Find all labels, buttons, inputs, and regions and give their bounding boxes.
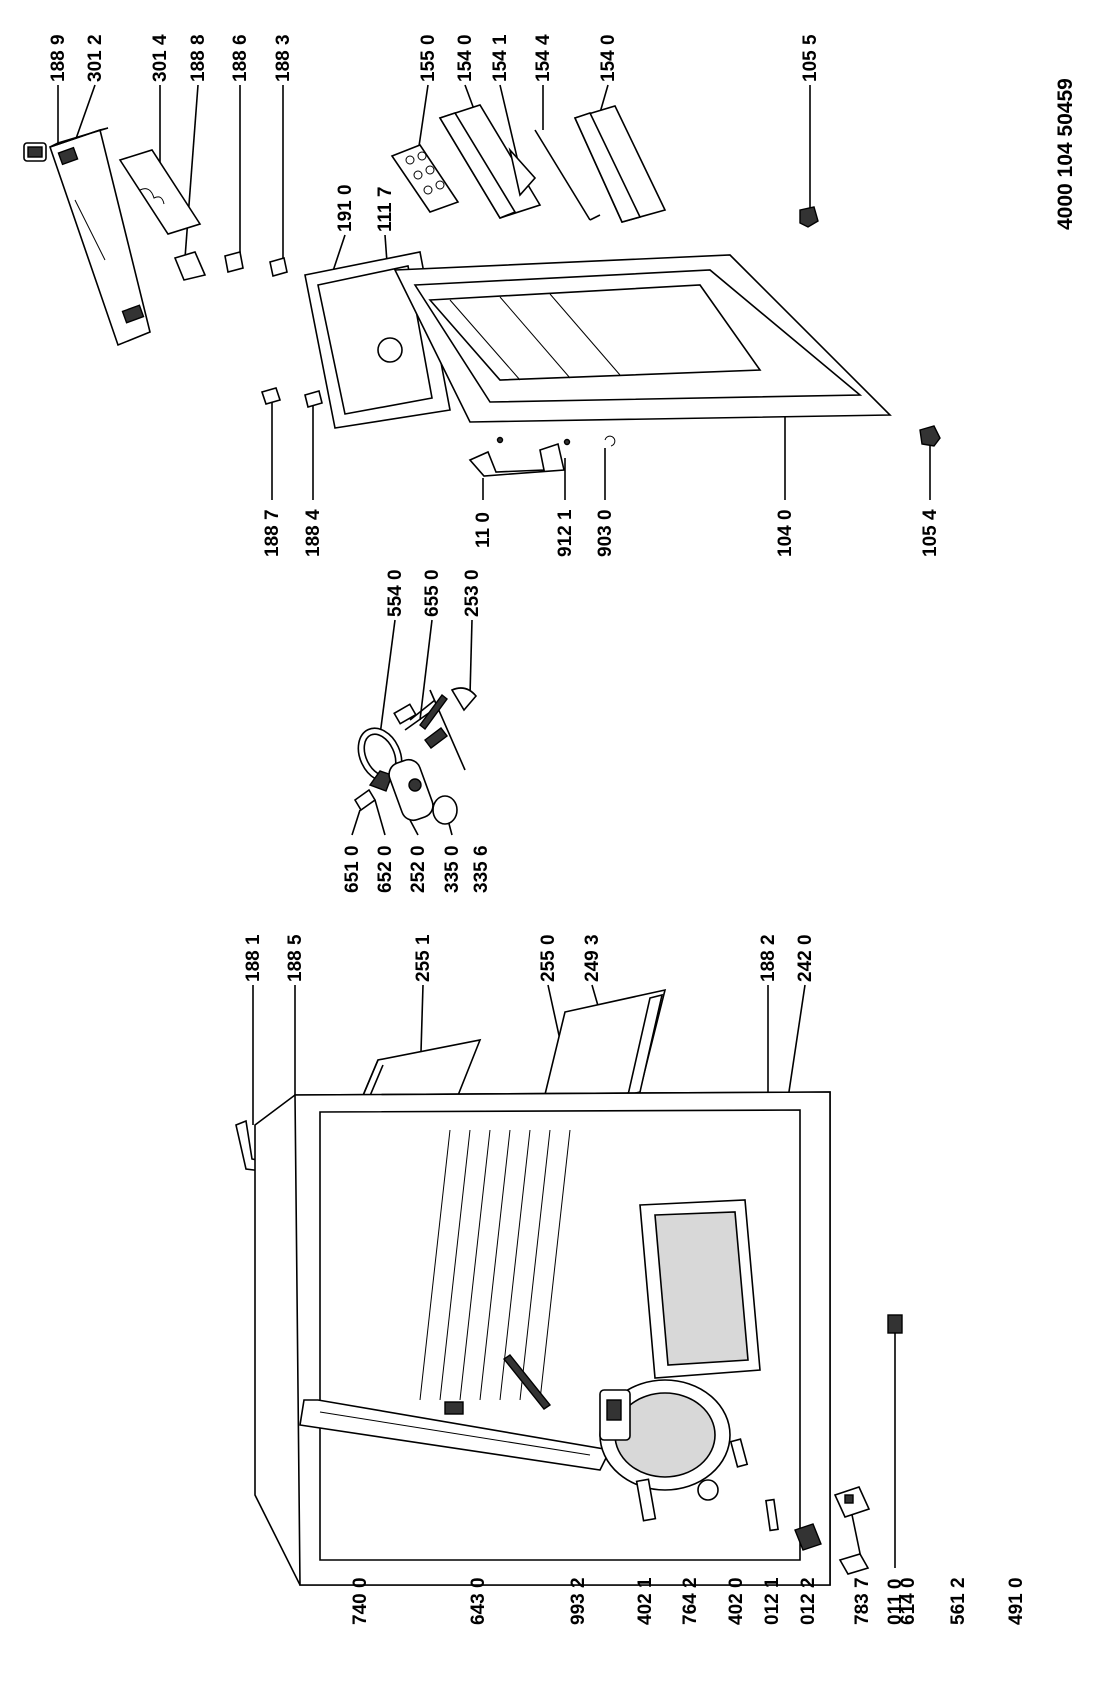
label-764-2: 764 2 — [680, 1577, 701, 1625]
label-154-1: 154 1 — [490, 34, 511, 82]
label-255-1: 255 1 — [413, 934, 434, 982]
label-012-2: 012 2 — [798, 1577, 819, 1625]
label-188-2: 188 2 — [758, 934, 779, 982]
label-912-1: 912 1 — [555, 509, 576, 557]
label-783-7: 783 7 — [852, 1577, 873, 1625]
label-155-0: 155 0 — [418, 34, 439, 82]
label-614-0: 614 0 — [898, 1577, 919, 1625]
label-105-4: 105 4 — [920, 509, 941, 557]
label-255-0: 255 0 — [538, 934, 559, 982]
label-740-0: 740 0 — [350, 1577, 371, 1625]
label-154-0-b: 154 0 — [598, 34, 619, 82]
label-335-6: 335 6 — [471, 845, 492, 893]
label-188-1: 188 1 — [243, 934, 264, 982]
label-253-0: 253 0 — [462, 569, 483, 617]
label-301-2: 301 2 — [85, 34, 106, 82]
label-11-0: 11 0 — [473, 512, 494, 548]
label-554-0: 554 0 — [385, 569, 406, 617]
label-188-6: 188 6 — [230, 34, 251, 82]
label-651-0: 651 0 — [342, 845, 363, 893]
label-188-7: 188 7 — [262, 509, 283, 557]
label-335-0: 335 0 — [442, 845, 463, 893]
label-402-1: 402 1 — [635, 1577, 656, 1625]
label-252-0: 252 0 — [408, 845, 429, 893]
label-643-0: 643 0 — [468, 1577, 489, 1625]
label-249-3: 249 3 — [582, 934, 603, 982]
part-drawings — [23, 104, 941, 1586]
document-number: 4000 104 50459 — [1054, 78, 1077, 230]
label-242-0: 242 0 — [795, 934, 816, 982]
label-191-0: 191 0 — [335, 184, 356, 232]
label-652-0: 652 0 — [375, 845, 396, 893]
label-154-0-a: 154 0 — [455, 34, 476, 82]
label-903-0: 903 0 — [595, 509, 616, 557]
label-104-0: 104 0 — [775, 509, 796, 557]
label-188-9: 188 9 — [48, 34, 69, 82]
label-105-5: 105 5 — [800, 34, 821, 82]
label-012-1: 012 1 — [762, 1577, 783, 1625]
label-188-3: 188 3 — [273, 34, 294, 82]
label-154-4: 154 4 — [533, 34, 554, 82]
label-491-0: 491 0 — [1006, 1577, 1027, 1625]
label-301-4: 301 4 — [150, 34, 171, 82]
label-011-0: 011 0 — [885, 1579, 906, 1626]
label-188-8: 188 8 — [188, 34, 209, 82]
label-993-2: 993 2 — [568, 1577, 589, 1625]
label-188-5: 188 5 — [285, 934, 306, 982]
label-111-7: 111 7 — [375, 187, 396, 232]
part-labels: 188 9 301 2 301 4 188 8 188 6 188 3 155 … — [48, 34, 1077, 1625]
label-561-2: 561 2 — [948, 1577, 969, 1625]
label-655-0: 655 0 — [422, 569, 443, 617]
label-188-4: 188 4 — [303, 509, 324, 557]
label-402-0: 402 0 — [726, 1577, 747, 1625]
